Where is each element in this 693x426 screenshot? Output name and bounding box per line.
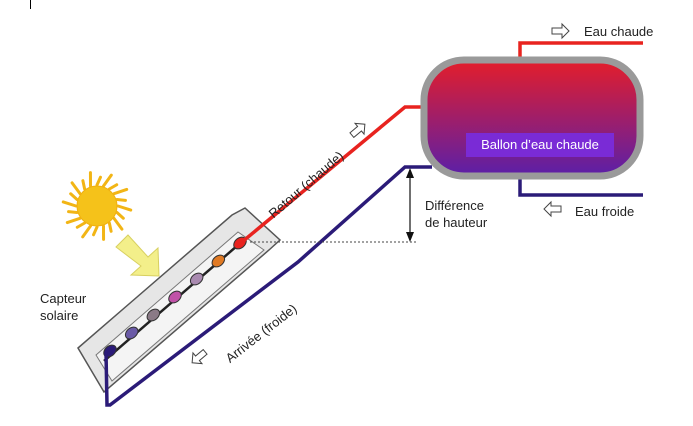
hot-water-tank bbox=[420, 56, 644, 180]
sun-ray bbox=[92, 225, 99, 237]
height-difference-label-line2: de hauteur bbox=[425, 215, 488, 230]
sun-ray bbox=[116, 204, 133, 212]
hot-return-pipe bbox=[240, 105, 432, 244]
flow-arrow-icon bbox=[543, 200, 562, 218]
sunlight-arrow-icon bbox=[115, 234, 160, 277]
sun-ray bbox=[75, 221, 87, 229]
height-difference-indicator bbox=[250, 168, 416, 243]
sun-ray bbox=[112, 187, 129, 196]
height-difference-label-line1: Différence bbox=[425, 198, 485, 213]
cold-water-label: Eau froide bbox=[575, 204, 635, 219]
collector-label-line1: Capteur bbox=[40, 291, 87, 306]
cold-inflow-pipe bbox=[104, 165, 432, 407]
sun-ray bbox=[81, 224, 93, 239]
sun-ray bbox=[107, 221, 113, 233]
solar-collector bbox=[77, 207, 282, 394]
sun-ray bbox=[81, 179, 87, 191]
sun-ray bbox=[69, 192, 79, 202]
sun-ray bbox=[67, 210, 79, 214]
collector-tube bbox=[124, 326, 139, 340]
collector-tube bbox=[168, 290, 182, 304]
tank-label: Ballon d’eau chaude bbox=[466, 133, 614, 157]
text-cursor bbox=[30, 0, 31, 9]
sun-icon bbox=[61, 171, 133, 241]
sun-ray bbox=[107, 183, 119, 191]
sun-ray bbox=[101, 173, 113, 188]
sun-ray bbox=[95, 175, 102, 187]
sun-ray bbox=[70, 181, 82, 196]
sun-ray bbox=[61, 200, 78, 208]
flow-arrow-icon bbox=[349, 122, 366, 139]
sun-ray bbox=[115, 210, 125, 220]
flow-arrow-icon bbox=[191, 348, 208, 365]
flow-arrow-icon bbox=[551, 22, 570, 40]
sun-ray bbox=[115, 198, 127, 202]
collector-tube bbox=[146, 308, 161, 322]
sun-ray bbox=[65, 216, 82, 225]
hot-water-label: Eau chaude bbox=[584, 24, 654, 39]
collector-label-line2: solaire bbox=[40, 308, 79, 323]
sun-ray bbox=[112, 216, 124, 231]
collector-tube bbox=[189, 272, 204, 286]
collector-tube bbox=[211, 254, 226, 268]
